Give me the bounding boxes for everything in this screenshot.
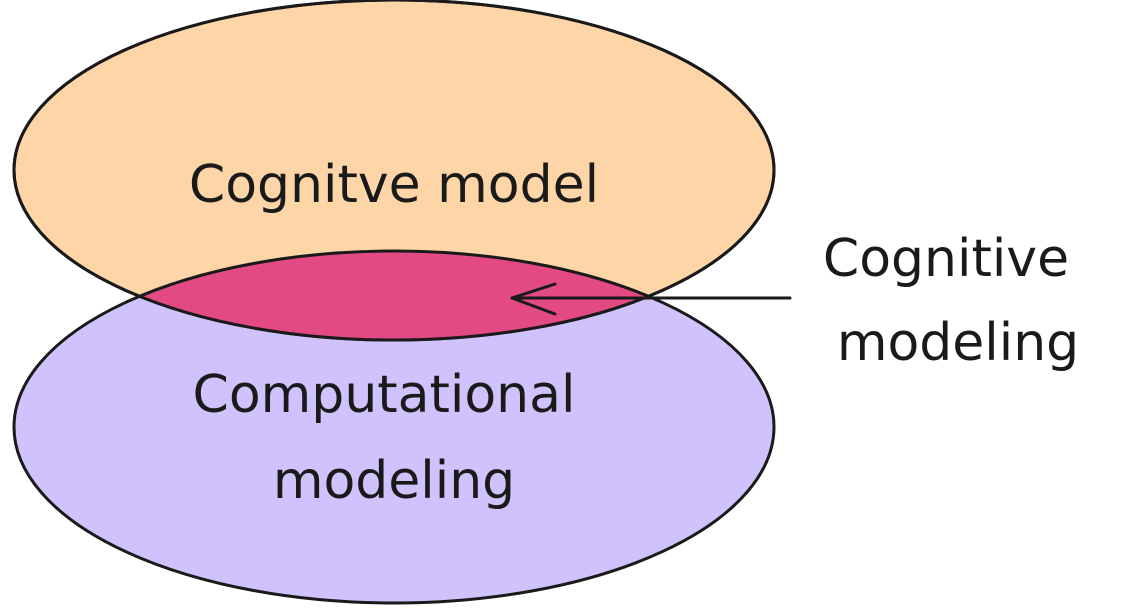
intersection-label-line2: modeling [837, 313, 1079, 373]
cognitive-model-ellipse-outline [12, 0, 776, 342]
top-ellipse-label: Cognitve model [189, 155, 599, 215]
bottom-ellipse-label-line1: Computational [193, 365, 576, 425]
bottom-ellipse-label-line2: modeling [273, 451, 515, 511]
intersection-label-line1: Cognitive [823, 229, 1069, 289]
arrow-icon [510, 282, 792, 316]
